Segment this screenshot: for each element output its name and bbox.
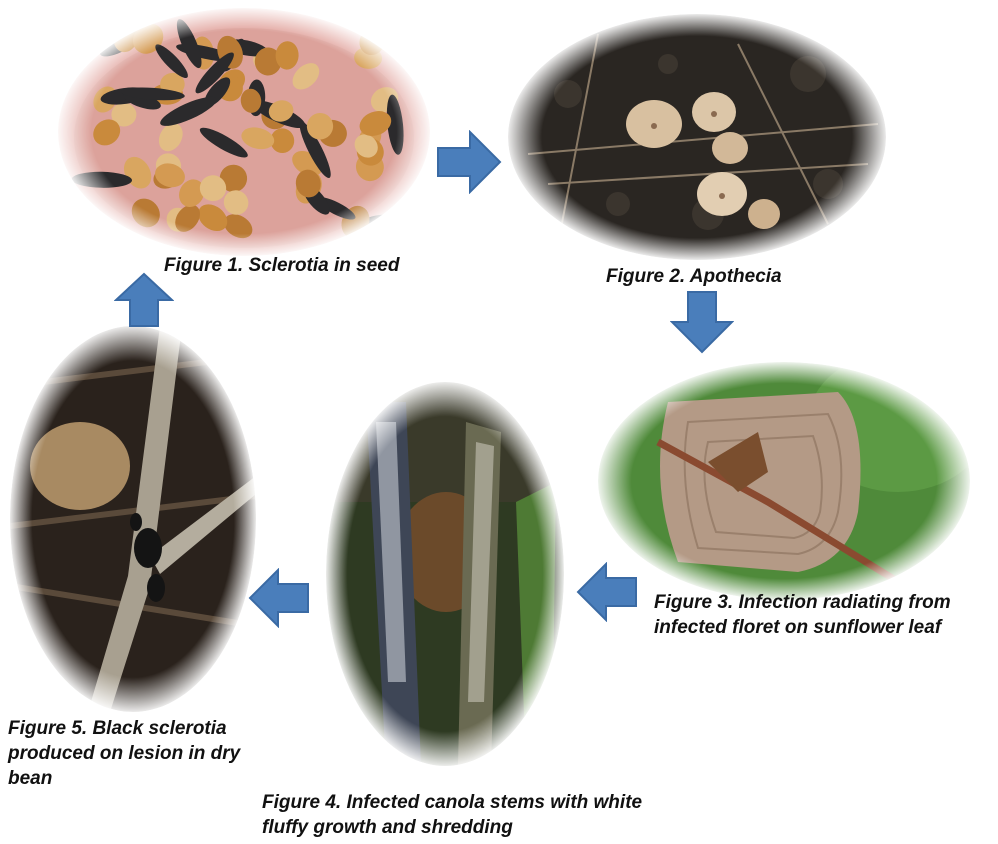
figure-3-caption-line-1: Figure 3. Infection radiating from <box>654 590 951 615</box>
figure-2-photo <box>508 14 886 260</box>
figure-4-caption: Figure 4. Infected canola stems with whi… <box>262 790 642 840</box>
figure-2-caption: Figure 2. Apothecia <box>606 264 782 289</box>
figure-4-photo <box>326 382 564 766</box>
arrow-left-icon <box>576 562 638 622</box>
figure-3-photo <box>598 362 970 600</box>
figure-3-caption-line-2: infected floret on sunflower leaf <box>654 615 951 640</box>
figure-5-caption: Figure 5. Black sclerotia produced on le… <box>8 716 240 791</box>
arrow-right-icon <box>436 130 502 194</box>
figure-4-caption-line-1: Figure 4. Infected canola stems with whi… <box>262 790 642 815</box>
figure-5-photo <box>10 326 256 712</box>
arrow-down-icon <box>670 290 734 354</box>
figure-5-caption-line-1: Figure 5. Black sclerotia <box>8 716 240 741</box>
figure-4-caption-line-2: fluffy growth and shredding <box>262 815 642 840</box>
figure-5-caption-line-2: produced on lesion in dry <box>8 741 240 766</box>
figure-1-caption: Figure 1. Sclerotia in seed <box>164 253 399 278</box>
figure-5-caption-line-3: bean <box>8 766 240 791</box>
arrow-left-icon <box>248 568 310 628</box>
figure-3-caption: Figure 3. Infection radiating from infec… <box>654 590 951 640</box>
arrow-up-icon <box>114 272 174 328</box>
figure-1-photo <box>58 8 430 256</box>
